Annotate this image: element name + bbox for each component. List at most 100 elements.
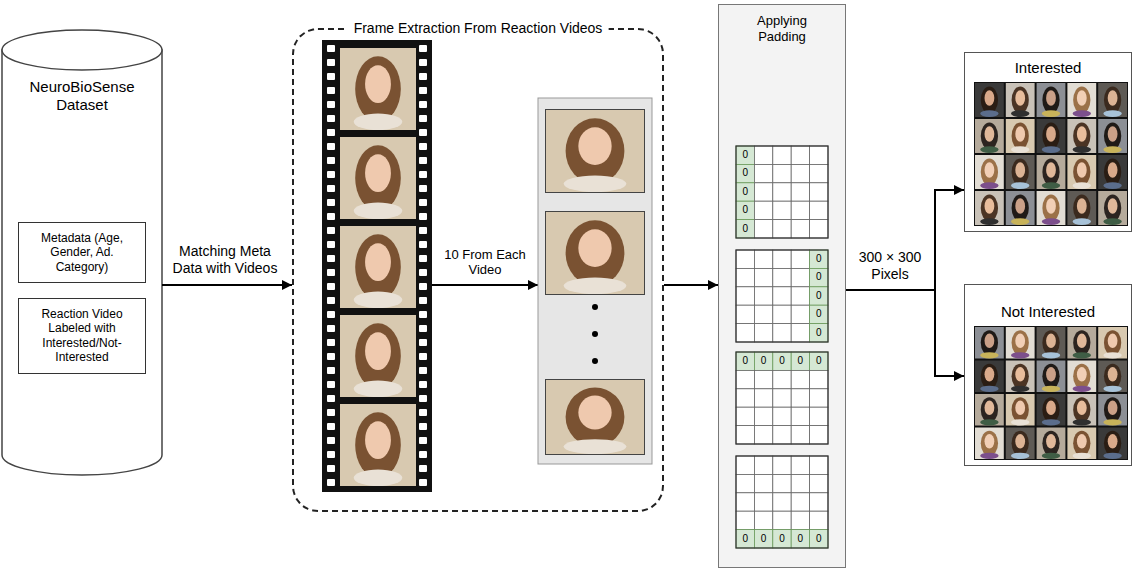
pixel-cell	[810, 146, 828, 164]
node-heading: Interested	[965, 59, 1131, 77]
photo-ground	[340, 137, 416, 219]
photo-hair	[1012, 431, 1029, 456]
photo-hair	[1073, 86, 1090, 113]
pixel-cell	[773, 164, 791, 182]
pixel-cell	[791, 268, 809, 286]
photo-face	[1108, 367, 1118, 381]
sprocket-hole	[419, 241, 427, 248]
photo-face	[1046, 90, 1056, 106]
photo-hair	[981, 397, 998, 422]
sprocket-hole	[419, 59, 427, 66]
photo-body	[1042, 182, 1060, 189]
photo-hair	[1104, 158, 1121, 185]
photo-body	[1073, 386, 1091, 392]
photo-body	[980, 419, 998, 425]
pixel-cell	[810, 220, 828, 238]
pixel-cell	[791, 370, 809, 388]
photo-body	[564, 278, 627, 294]
sprocket-hole	[327, 227, 335, 234]
pixel-cell	[773, 220, 791, 238]
pixel-cell	[754, 389, 772, 407]
photo-ground	[1006, 155, 1035, 189]
photo-hair	[566, 387, 625, 446]
photo-face	[985, 367, 995, 381]
pixel-cell	[810, 511, 828, 529]
padding-value: 0	[810, 305, 828, 323]
pixel-cell	[773, 250, 791, 268]
sprocket-hole	[327, 451, 335, 458]
photo-body	[1011, 386, 1029, 392]
photo-hair	[981, 364, 998, 389]
sprocket-hole	[419, 45, 427, 52]
sprocket-hole	[419, 213, 427, 220]
photo-hair	[566, 220, 625, 286]
sprocket-hole	[419, 129, 427, 136]
sprocket-hole	[327, 353, 335, 360]
photo-hair	[1104, 86, 1121, 113]
photo-face	[578, 229, 611, 267]
pixel-cell	[773, 201, 791, 219]
photo-hair	[1073, 122, 1090, 149]
photo-face	[578, 127, 611, 165]
pixel-cell	[736, 456, 754, 474]
photo-body	[980, 182, 998, 189]
photo-ground	[1037, 327, 1066, 359]
pixel-cell	[773, 511, 791, 529]
pixel-cell	[754, 164, 772, 182]
sprocket-hole	[327, 339, 335, 346]
photo-ground	[1067, 155, 1096, 189]
pixel-cell	[773, 389, 791, 407]
edge-label: Matching Meta Data with Videos	[166, 243, 284, 277]
photo-face	[1046, 434, 1056, 448]
pixel-cell	[810, 407, 828, 425]
photo-hair	[355, 323, 401, 389]
sprocket-hole	[327, 297, 335, 304]
pixel-cell	[773, 456, 791, 474]
photo-body	[1073, 182, 1091, 189]
padding-cell	[810, 268, 828, 286]
photo-face	[365, 65, 391, 103]
photo-ground	[1006, 361, 1035, 393]
photo-hair	[1042, 397, 1059, 422]
photo-ground	[975, 394, 1004, 426]
field-box: Metadata (Age, Gender, Ad. Category)	[18, 222, 146, 283]
photo-hair	[1012, 122, 1029, 149]
pixel-cell	[810, 389, 828, 407]
pixel-cell	[736, 305, 754, 323]
padding-cell	[810, 324, 828, 342]
photo-body	[1103, 146, 1121, 153]
photo-body	[980, 146, 998, 153]
photo-hair	[1073, 397, 1090, 422]
sprocket-hole	[327, 367, 335, 374]
photo-ground	[1098, 119, 1127, 153]
padding-cell	[736, 201, 754, 219]
photo-face	[1077, 90, 1087, 106]
frame-border	[545, 379, 645, 455]
photo-face	[1077, 334, 1087, 348]
node-text: Metadata (Age, Gender, Ad. Category)	[25, 231, 139, 274]
padding-cell	[736, 164, 754, 182]
photo-face	[1108, 401, 1118, 415]
pixel-cell	[736, 324, 754, 342]
sprocket-hole	[327, 269, 335, 276]
photo-body	[1073, 352, 1091, 358]
sprocket-hole	[327, 185, 335, 192]
flow-connector	[846, 290, 964, 376]
photo-ground	[975, 155, 1004, 189]
sprocket-hole	[327, 129, 335, 136]
pixel-cell	[754, 456, 772, 474]
photo-face	[365, 154, 391, 192]
photo-face	[1046, 367, 1056, 381]
pixel-cell	[791, 164, 809, 182]
sprocket-hole	[419, 283, 427, 290]
padding-cell	[736, 352, 754, 370]
padding-cell	[736, 183, 754, 201]
pixel-cell	[791, 201, 809, 219]
photo-face	[985, 434, 995, 448]
photo-hair	[1042, 122, 1059, 149]
photo-body	[1073, 146, 1091, 153]
photo-ground	[975, 119, 1004, 153]
pixel-cell	[754, 370, 772, 388]
sprocket-hole	[327, 171, 335, 178]
